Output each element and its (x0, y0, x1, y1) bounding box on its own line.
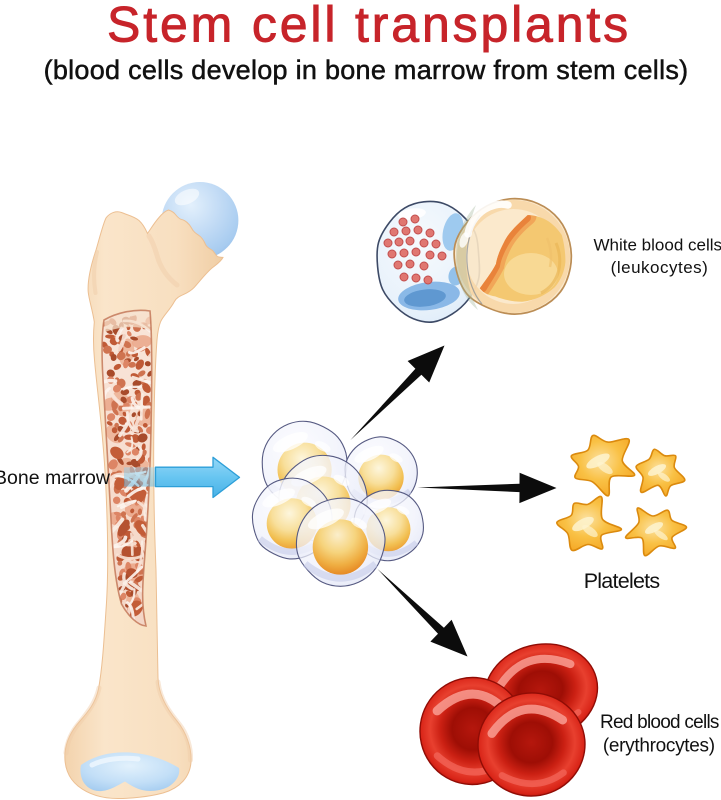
svg-text:Stem cell transplants: Stem cell transplants (107, 0, 631, 53)
svg-text:(erythrocytes): (erythrocytes) (603, 736, 715, 757)
svg-text:White blood cells: White blood cells (594, 236, 721, 255)
svg-text:(blood cells develop in bone m: (blood cells develop in bone marrow from… (44, 55, 689, 85)
svg-text:(leukocytes): (leukocytes) (611, 258, 709, 277)
svg-text:Bone marrow: Bone marrow (0, 467, 111, 489)
svg-text:Platelets: Platelets (584, 569, 660, 593)
svg-text:Red blood cells: Red blood cells (600, 712, 719, 733)
